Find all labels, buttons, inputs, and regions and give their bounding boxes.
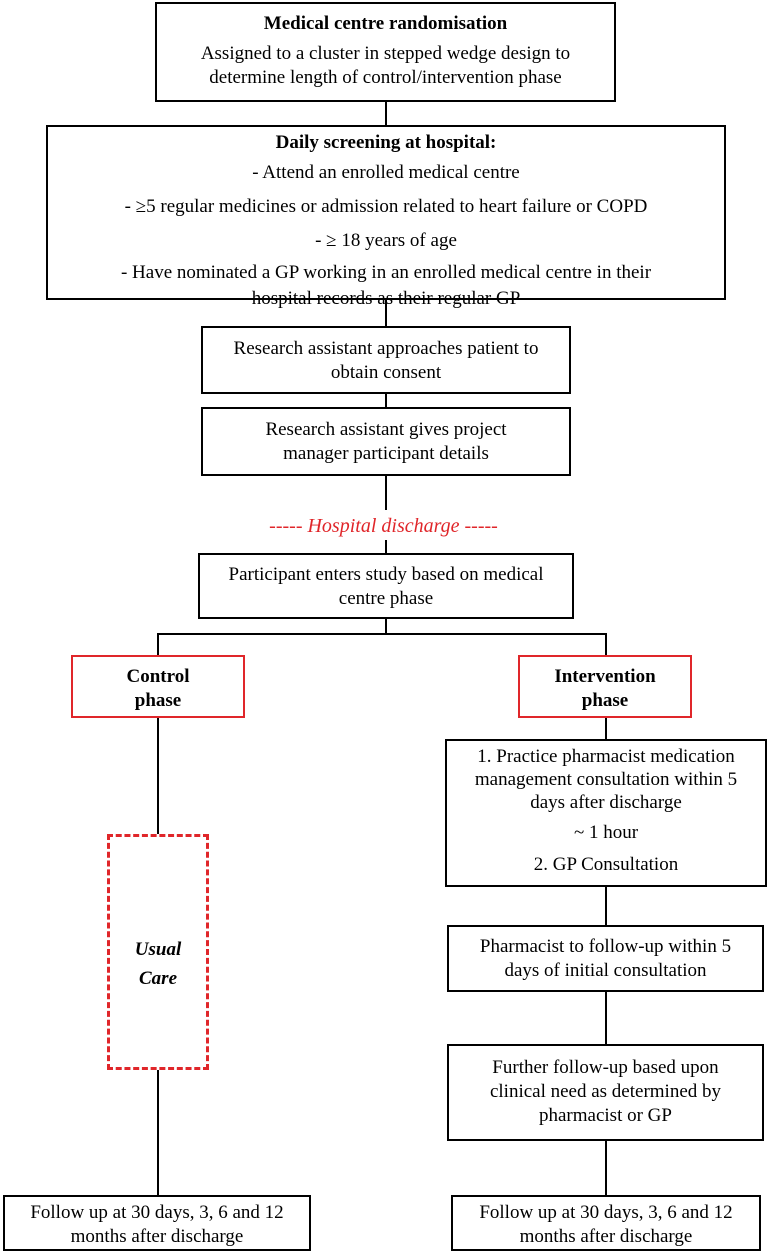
consultation-box: 1. Practice pharmacist medication manage… [445, 739, 767, 887]
followup-intervention-line1: Follow up at 30 days, 3, 6 and 12 [479, 1202, 733, 1223]
connector-split-horizontal [157, 633, 607, 635]
pharmacist-followup-line2: days of initial consultation [504, 960, 707, 981]
further-followup-line2: clinical need as determined by [489, 1081, 722, 1102]
screening-criterion-4: - Have nominated a GP working in an enro… [120, 262, 652, 283]
details-box: Research assistant gives project manager… [201, 407, 571, 476]
further-followup-line3: pharmacist or GP [539, 1105, 672, 1126]
intervention-line1: Intervention [554, 666, 656, 687]
usual-care-line1: Usual [134, 939, 182, 960]
connector-consent-details [385, 392, 387, 408]
followup-control-line2: months after discharge [70, 1226, 244, 1247]
followup-intervention-box: Follow up at 30 days, 3, 6 and 12 months… [451, 1195, 761, 1251]
connector-split-control [157, 633, 159, 657]
screening-title: Daily screening at hospital: [275, 132, 497, 153]
usual-care-line2: Care [139, 968, 177, 989]
discharge-dashes-right: ----- [459, 515, 498, 537]
randomisation-title: Medical centre randomisation [263, 13, 508, 34]
connector-further-followup [605, 1139, 607, 1196]
screening-criterion-1: - Attend an enrolled medical centre [252, 162, 520, 183]
consent-line1: Research assistant approaches patient to [233, 338, 539, 359]
screening-criterion-2: - ≥5 regular medicines or admission rela… [124, 196, 648, 217]
intervention-phase-box: Intervention phase [518, 655, 692, 718]
followup-intervention-line2: months after discharge [519, 1226, 693, 1247]
connector-consultation-pharmacist [605, 885, 607, 927]
consultation-line5: 2. GP Consultation [533, 854, 679, 875]
control-line2: phase [134, 690, 182, 711]
connector-details-discharge [385, 474, 387, 510]
connector-intervention-consultation [605, 717, 607, 741]
randomisation-line1: Assigned to a cluster in stepped wedge d… [200, 43, 571, 64]
enter-line1: Participant enters study based on medica… [228, 564, 544, 585]
pharmacist-followup-line1: Pharmacist to follow-up within 5 [479, 936, 732, 957]
usual-care-box: Usual Care [107, 834, 209, 1070]
intervention-line2: phase [581, 690, 629, 711]
further-followup-line1: Further follow-up based upon [492, 1057, 719, 1078]
connector-pharmacist-further [605, 990, 607, 1046]
discharge-dashes-left: ----- [269, 515, 308, 537]
further-followup-box: Further follow-up based upon clinical ne… [447, 1044, 764, 1141]
connector-screening-consent [385, 298, 387, 328]
connector-split-intervention [605, 633, 607, 657]
connector-enter-split [385, 617, 387, 635]
screening-criterion-3: - ≥ 18 years of age [315, 230, 457, 251]
screening-box: Daily screening at hospital: - Attend an… [46, 125, 726, 309]
enter-study-box: Participant enters study based on medica… [198, 553, 574, 619]
consultation-line1: 1. Practice pharmacist medication [477, 746, 735, 767]
randomisation-line2: determine length of control/intervention… [209, 67, 562, 88]
consultation-line2: management consultation within 5 [474, 769, 738, 790]
details-line2: manager participant details [283, 443, 489, 464]
connector-randomisation-screening [385, 100, 387, 126]
connector-control-usualcare [157, 717, 159, 835]
followup-control-line1: Follow up at 30 days, 3, 6 and 12 [30, 1202, 284, 1223]
consultation-line3: days after discharge [530, 792, 682, 813]
hospital-discharge-marker: ----- Hospital discharge ----- [0, 514, 767, 538]
connector-discharge-enter [385, 540, 387, 555]
control-line1: Control [126, 666, 190, 687]
randomisation-box: Medical centre randomisation Assigned to… [155, 2, 616, 102]
screening-criterion-5: hospital records as their regular GP [251, 288, 521, 309]
enter-line2: centre phase [338, 588, 434, 609]
control-phase-box: Control phase [71, 655, 245, 718]
details-line1: Research assistant gives project [265, 419, 507, 440]
consent-box: Research assistant approaches patient to… [201, 326, 571, 394]
consent-line2: obtain consent [330, 362, 442, 383]
followup-control-box: Follow up at 30 days, 3, 6 and 12 months… [3, 1195, 311, 1251]
discharge-label: Hospital discharge [307, 515, 460, 537]
connector-usualcare-followup [157, 1068, 159, 1196]
pharmacist-followup-box: Pharmacist to follow-up within 5 days of… [447, 925, 764, 992]
consultation-line4: ~ 1 hour [573, 822, 639, 843]
